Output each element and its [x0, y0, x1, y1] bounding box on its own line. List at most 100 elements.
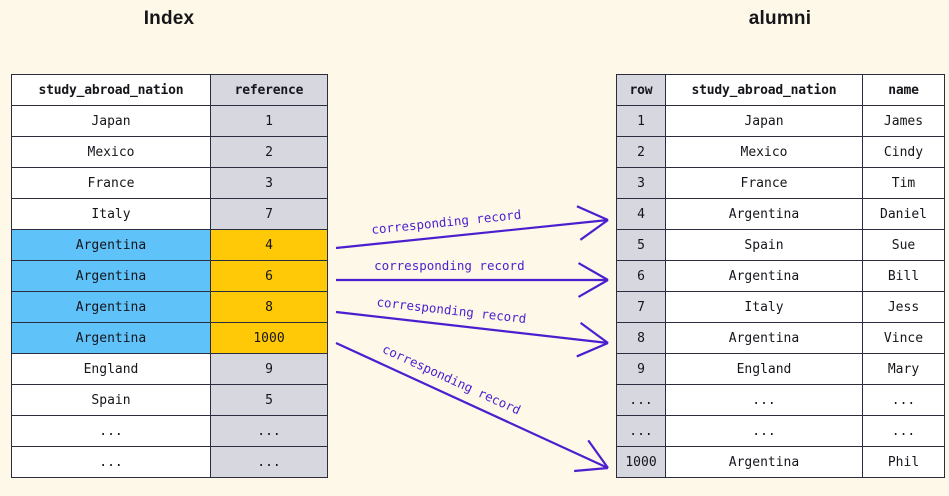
alumni-cell-name: Cindy: [862, 136, 945, 168]
arrow-head: [576, 205, 609, 222]
index-table-header-row: study_abroad_nation reference: [11, 74, 328, 106]
index-cell-reference: 4: [210, 229, 328, 261]
alumni-cell-row: ...: [616, 384, 666, 416]
alumni-cell-row: 5: [616, 229, 666, 261]
arrow-head: [579, 219, 609, 241]
corresponding-record-arrow: [335, 342, 609, 473]
alumni-cell-name: ...: [862, 415, 945, 447]
alumni-cell-row: 8: [616, 322, 666, 354]
alumni-cell-nation: Japan: [665, 105, 863, 137]
arrow-head: [587, 439, 609, 469]
arrow-shaft: [335, 342, 609, 469]
index-cell-nation: Argentina: [11, 229, 211, 261]
index-cell-reference: 9: [210, 353, 328, 385]
alumni-cell-nation: Italy: [665, 291, 863, 323]
alumni-cell-row: 9: [616, 353, 666, 385]
alumni-cell-row: 7: [616, 291, 666, 323]
index-cell-reference: 1000: [210, 322, 328, 354]
index-cell-reference: ...: [210, 446, 328, 478]
index-cell-reference: 6: [210, 260, 328, 292]
arrow-label: corresponding record: [371, 206, 523, 238]
alumni-cell-nation: ...: [665, 384, 863, 416]
alumni-cell-nation: England: [665, 353, 863, 385]
index-cell-reference: 2: [210, 136, 328, 168]
index-cell-nation: Japan: [11, 105, 211, 137]
alumni-cell-row: 2: [616, 136, 666, 168]
index-table-title: Index: [143, 8, 195, 29]
alumni-cell-name: Vince: [862, 322, 945, 354]
alumni-header-study-abroad-nation: study_abroad_nation: [665, 74, 863, 106]
arrow-head: [579, 321, 609, 344]
index-cell-nation: ...: [11, 446, 211, 478]
alumni-table-header-row: row study_abroad_nation name: [616, 74, 945, 106]
index-header-study-abroad-nation: study_abroad_nation: [11, 74, 211, 106]
alumni-cell-name: Jess: [862, 291, 945, 323]
index-cell-nation: ...: [11, 415, 211, 447]
index-cell-nation: Argentina: [11, 260, 211, 292]
index-cell-reference: 3: [210, 167, 328, 199]
alumni-cell-row: 3: [616, 167, 666, 199]
alumni-cell-row: 6: [616, 260, 666, 292]
alumni-table-row: .........: [616, 415, 945, 447]
alumni-table-row: .........: [616, 384, 945, 416]
alumni-cell-nation: Mexico: [665, 136, 863, 168]
index-cell-nation: Mexico: [11, 136, 211, 168]
alumni-cell-row: ...: [616, 415, 666, 447]
arrow-head: [577, 262, 609, 281]
alumni-cell-name: James: [862, 105, 945, 137]
alumni-cell-name: Sue: [862, 229, 945, 261]
index-cell-reference: 1: [210, 105, 328, 137]
index-cell-nation: France: [11, 167, 211, 199]
index-cell-nation: Argentina: [11, 291, 211, 323]
arrow-label: corresponding record: [375, 294, 527, 327]
arrow-head: [576, 341, 609, 358]
alumni-cell-name: Bill: [862, 260, 945, 292]
alumni-cell-nation: Argentina: [665, 260, 863, 292]
arrow-label: corresponding record: [374, 258, 525, 273]
arrow-head: [574, 466, 609, 473]
alumni-table-title: alumni: [748, 8, 812, 29]
index-cell-reference: ...: [210, 415, 328, 447]
alumni-cell-row: 4: [616, 198, 666, 230]
index-table-row: ......: [11, 446, 328, 478]
index-cell-nation: Argentina: [11, 322, 211, 354]
alumni-cell-nation: Spain: [665, 229, 863, 261]
arrow-label: corresponding record: [380, 341, 524, 418]
index-header-reference: reference: [210, 74, 328, 106]
alumni-cell-name: Daniel: [862, 198, 945, 230]
alumni-cell-row: 1000: [616, 446, 666, 478]
index-cell-reference: 8: [210, 291, 328, 323]
arrow-head: [577, 279, 609, 298]
alumni-header-name: name: [862, 74, 945, 106]
alumni-cell-nation: ...: [665, 415, 863, 447]
alumni-cell-name: Phil: [862, 446, 945, 478]
alumni-cell-row: 1: [616, 105, 666, 137]
alumni-header-row: row: [616, 74, 666, 106]
alumni-cell-nation: Argentina: [665, 446, 863, 478]
index-cell-nation: England: [11, 353, 211, 385]
alumni-cell-nation: Argentina: [665, 322, 863, 354]
alumni-cell-nation: France: [665, 167, 863, 199]
